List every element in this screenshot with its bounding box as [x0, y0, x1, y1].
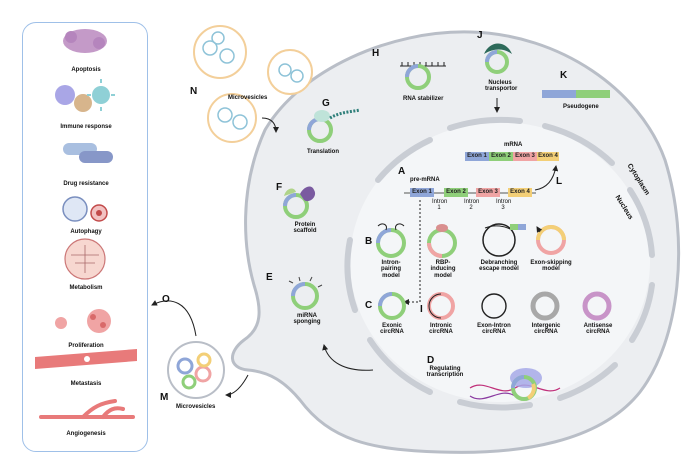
- sidebar-label-angiogenesis: Angiogenesis: [66, 431, 106, 437]
- mrna-exon-3: Exon 3: [515, 153, 535, 159]
- antisense-circrna-graphic: [582, 291, 612, 321]
- intron-label-2: Intron 2: [464, 199, 480, 212]
- label-nucleus-transportor: Nucleus transportor: [485, 80, 518, 93]
- pre-mrna-exon-3: Exon 3: [478, 189, 498, 195]
- phenotype-sidebar: Apoptosis Immune response Drug resistanc…: [22, 22, 148, 452]
- pre-mrna-bar: [404, 188, 536, 197]
- panel-letter-f: F: [276, 182, 283, 193]
- arrow-microvesicle-to-sidebar: [151, 300, 197, 337]
- label-intron-pairing-model: Intron-pairing model: [380, 260, 401, 279]
- label-pseudogene: Pseudogene: [563, 104, 599, 110]
- dashed-connector: [403, 200, 421, 305]
- intron-label-1: Intron 1: [432, 199, 448, 212]
- exon-skipping-graphic: [536, 225, 566, 255]
- panel-letter-d: D: [427, 355, 435, 366]
- label-exonic-circrna: Exonic circRNA: [380, 323, 404, 336]
- apoptosis-icon: [63, 29, 107, 53]
- autophagy-icon: [62, 196, 108, 222]
- panel-letter-m: M: [160, 392, 169, 403]
- microvesicles-top-group: [193, 25, 313, 143]
- mirna-sponging-graphic: [288, 276, 323, 310]
- sidebar-label-metastasis: Metastasis: [70, 381, 102, 387]
- arrow-microvesicles-to-cell: [261, 117, 279, 133]
- label-mirna-sponging: miRNA sponging: [293, 313, 321, 326]
- translation-graphic: [307, 108, 361, 143]
- label-debranching-escape-model: Debranching escape model: [479, 260, 519, 273]
- transcription-graphic: [469, 368, 561, 401]
- microvesicle-bottom-group: [167, 341, 225, 399]
- exonic-circrna-graphic: [378, 292, 406, 320]
- sidebar-label-metabolism: Metabolism: [69, 285, 103, 291]
- sidebar-icons: [35, 29, 137, 419]
- mrna-bar: [465, 152, 559, 161]
- pre-mrna-exon-4: Exon 4: [510, 189, 530, 195]
- panel-letter-n: N: [190, 86, 198, 97]
- panel-letter-j: J: [477, 30, 483, 41]
- label-pre-mrna: pre-mRNA: [410, 177, 440, 183]
- label-antisense-circrna: Antisense circRNA: [583, 323, 613, 336]
- intron-pairing-graphic: [376, 223, 406, 258]
- mrna-exon-1: Exon 1: [467, 153, 487, 159]
- panel-letter-a: A: [398, 166, 406, 177]
- immune-response-icon: [55, 79, 115, 112]
- panel-letter-e: E: [266, 272, 273, 283]
- label-regulating-transcription: Regulating transcription: [426, 366, 464, 379]
- proliferation-icon: [55, 309, 111, 333]
- intergenic-circrna-graphic: [530, 291, 560, 321]
- label-exon-skipping-model: Exon-skipping model: [530, 260, 572, 273]
- pseudogene-bar-green: [576, 90, 610, 98]
- label-rna-stabilizer: RNA stabilizer: [403, 96, 444, 102]
- pre-mrna-exon-1: Exon 1: [412, 189, 432, 195]
- sidebar-label-proliferation: Proliferation: [68, 343, 104, 349]
- panel-letter-k: K: [560, 70, 568, 81]
- pre-mrna-exon-2: Exon 2: [446, 189, 466, 195]
- label-rbp-inducing-model: RBP-inducing model: [430, 260, 456, 279]
- intronic-circrna-graphic: [427, 292, 455, 320]
- arrow-cell-to-microvesicle: [225, 374, 249, 398]
- intron-label-3: Intron 3: [496, 199, 512, 212]
- label-translation: Translation: [307, 149, 340, 155]
- sidebar-label-immune-response: Immune response: [60, 124, 112, 130]
- pseudogene-bar-blue: [542, 90, 576, 98]
- rna-stabilizer-graphic: [400, 62, 446, 90]
- debranching-escape-graphic: [482, 223, 526, 257]
- panel-letter-h: H: [372, 48, 380, 59]
- label-protein-scaffold: Protein scaffold: [293, 222, 317, 235]
- panel-letter-l: L: [556, 176, 563, 187]
- label-microvesicles-top: Microvesicles: [228, 95, 268, 101]
- metastasis-icon: [35, 349, 137, 369]
- label-microvesicles-bottom: Microvesicles: [176, 404, 216, 410]
- nuclear-envelope: [344, 116, 655, 411]
- label-intergenic-circrna: Intergenic circRNA: [531, 323, 561, 336]
- protein-scaffold-graphic: [283, 186, 316, 219]
- metabolism-icon: [64, 238, 106, 280]
- label-exon-intron-circrna: Exon-Intron circRNA: [477, 323, 511, 336]
- mrna-exon-2: Exon 2: [491, 153, 511, 159]
- nucleus-transportor-graphic: [484, 43, 512, 74]
- panel-letter-o: O: [162, 294, 170, 305]
- sidebar-label-apoptosis: Apoptosis: [71, 67, 101, 73]
- panel-letter-i: I: [420, 304, 423, 315]
- label-intronic-circrna: Intronic circRNA: [429, 323, 453, 336]
- panel-letter-c: C: [365, 300, 373, 311]
- drug-resistance-icon: [63, 143, 113, 163]
- sidebar-label-drug-resistance: Drug resistance: [63, 181, 109, 187]
- exon-intron-circrna-graphic: [481, 293, 507, 319]
- sidebar-label-autophagy: Autophagy: [70, 229, 102, 235]
- arrow-L: [534, 165, 559, 191]
- angiogenesis-icon: [39, 399, 135, 419]
- mrna-exon-4: Exon 4: [538, 153, 558, 159]
- label-mrna: mRNA: [504, 142, 523, 148]
- panel-letter-b: B: [365, 236, 373, 247]
- panel-letter-g: G: [322, 98, 330, 109]
- arrow-to-mirna: [322, 344, 374, 371]
- rbp-inducing-graphic: [427, 224, 457, 258]
